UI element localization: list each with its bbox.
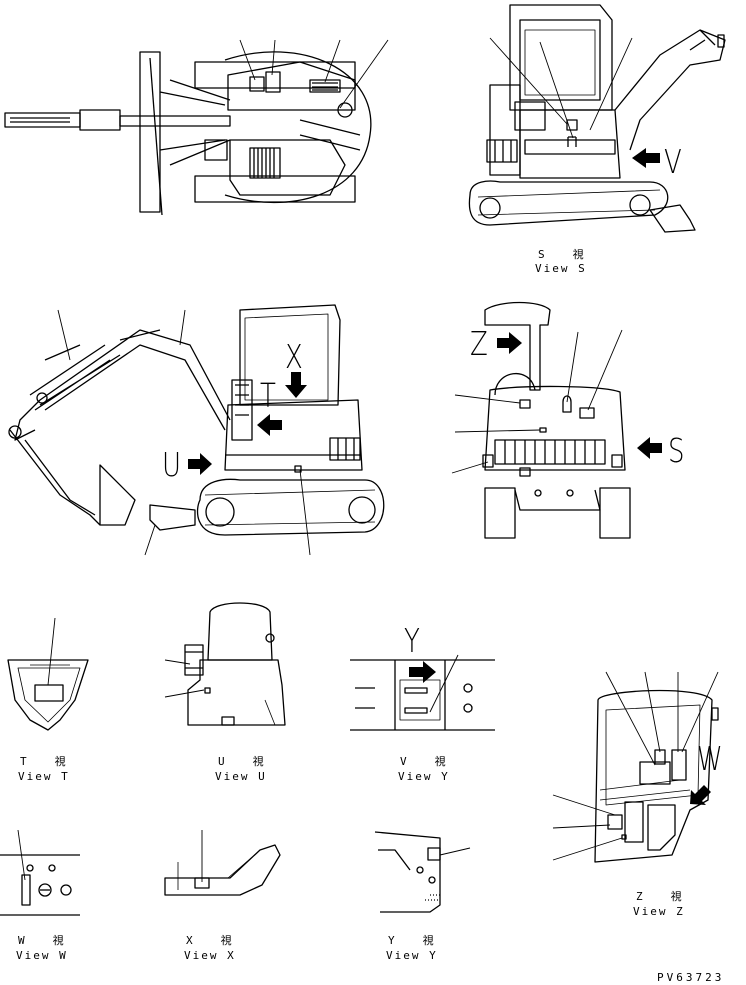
arrow-z-letter: Z xyxy=(470,326,488,364)
view-x-caption-en: View X xyxy=(184,949,236,962)
drawing-code: PV63723 xyxy=(657,971,725,984)
top-view-leaders xyxy=(239,39,389,109)
view-x-caption-jp: X 視 xyxy=(186,934,234,947)
view-y-caption-en: View Y xyxy=(386,949,438,962)
view-w-caption-jp: W 視 xyxy=(18,934,66,947)
view-w-caption-en: View W xyxy=(16,949,68,962)
view-v-caption-jp: V 視 xyxy=(400,755,448,768)
view-v-detail xyxy=(350,654,495,731)
rear-view-leaders xyxy=(451,329,623,474)
view-z-caption-en: View Z xyxy=(633,905,685,918)
view-s-machine xyxy=(468,4,726,233)
arrow-w-letter: W xyxy=(697,741,723,779)
top-view-machine xyxy=(4,51,372,216)
arrow-u xyxy=(188,453,212,475)
view-z-detail xyxy=(594,689,719,863)
view-s-caption-en: View S xyxy=(535,262,587,275)
view-t-caption-en: View T xyxy=(18,770,70,783)
view-y-caption-jp: Y 視 xyxy=(388,934,436,947)
view-u-caption-jp: U 視 xyxy=(218,755,266,768)
view-z-caption-jp: Z 視 xyxy=(636,890,684,903)
view-s-leaders xyxy=(489,37,633,139)
side-view-machine xyxy=(8,304,385,536)
view-u-caption-en: View U xyxy=(215,770,267,783)
view-z-leaders xyxy=(552,671,719,861)
arrow-v-letter: V xyxy=(664,144,682,182)
arrow-y xyxy=(409,661,436,683)
arrow-t-letter: T xyxy=(260,378,276,416)
arrow-u-letter: U xyxy=(162,447,182,485)
arrow-y-letter: Y xyxy=(404,623,420,661)
view-t-caption-jp: T 視 xyxy=(20,755,68,768)
view-y-detail xyxy=(374,831,471,913)
view-t-detail xyxy=(7,617,89,731)
view-v-caption-en: View Y xyxy=(398,770,450,783)
arrow-x xyxy=(285,372,307,398)
view-u-detail xyxy=(164,602,286,726)
view-s-caption-jp: S 視 xyxy=(538,248,586,261)
arrow-v xyxy=(632,148,660,168)
side-view-leaders xyxy=(57,309,311,556)
arrow-w xyxy=(690,785,711,805)
view-w-detail xyxy=(0,829,80,916)
view-x-detail xyxy=(164,830,281,896)
arrow-t xyxy=(257,414,282,436)
rear-view-machine xyxy=(482,301,631,539)
arrow-z xyxy=(497,332,522,354)
arrow-s xyxy=(637,437,662,459)
arrow-x-letter: X xyxy=(285,339,303,377)
arrow-s-letter: S xyxy=(668,433,685,471)
